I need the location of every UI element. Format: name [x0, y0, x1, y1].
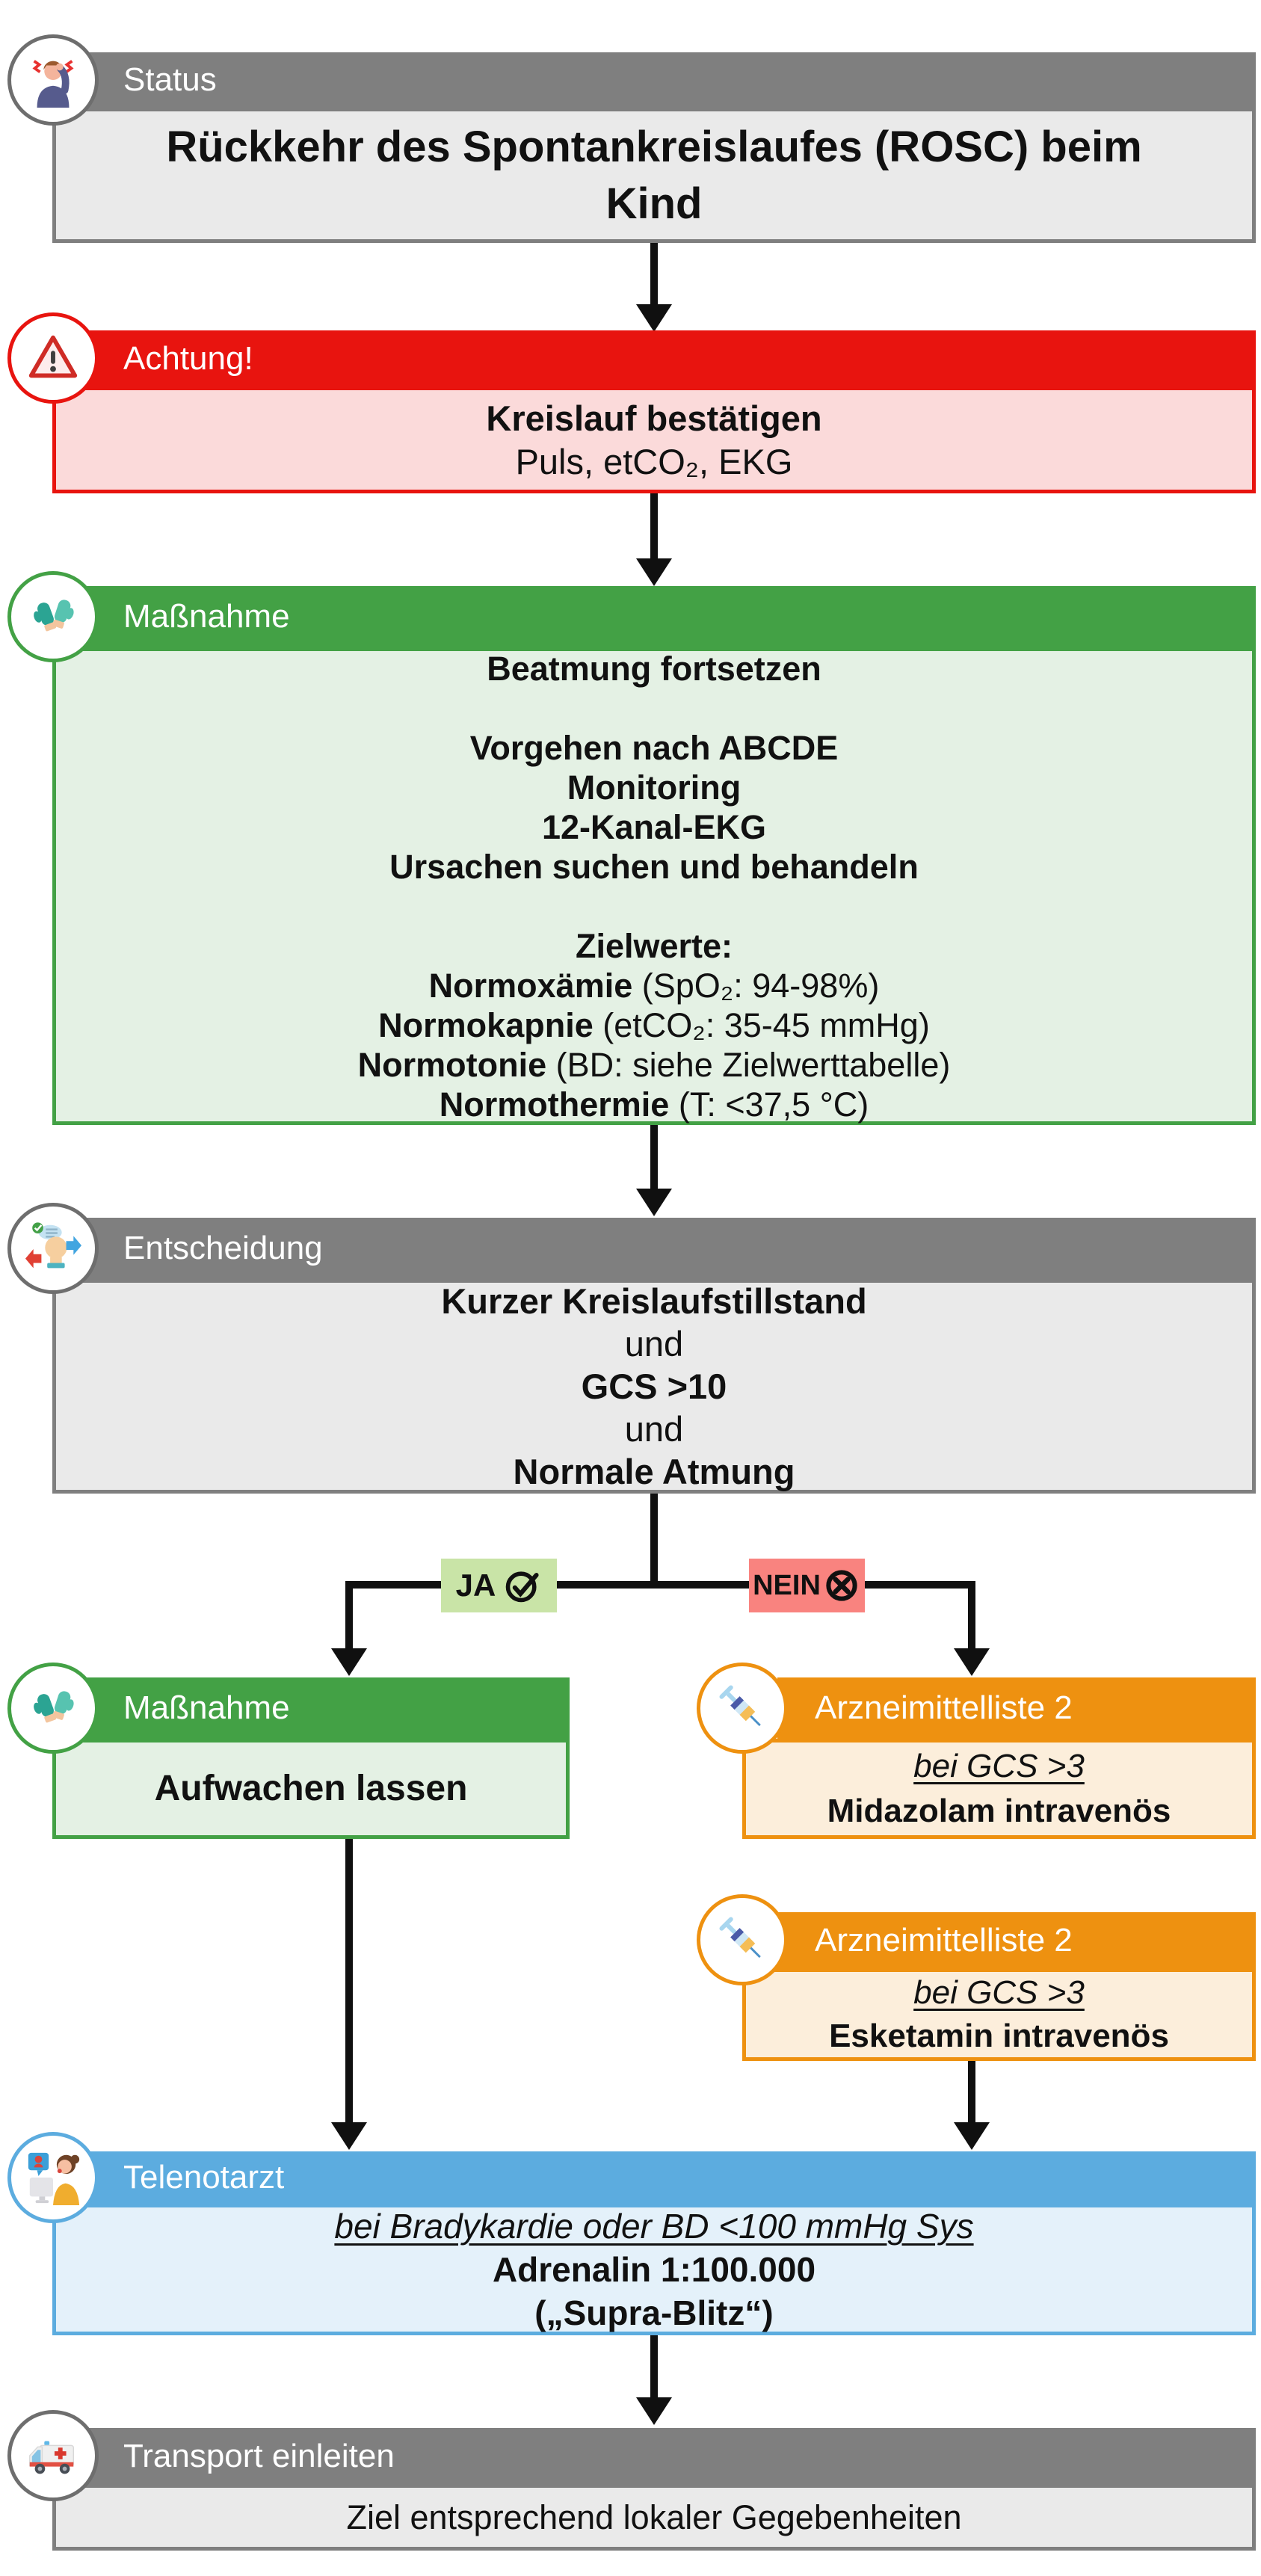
- massnahme2-header: Maßnahme: [86, 1677, 570, 1739]
- warning-triangle-icon: [7, 312, 99, 404]
- ja-label-text: JA: [455, 1568, 496, 1603]
- syringe-icon: [697, 1663, 788, 1754]
- transport-header-label: Transport einleiten: [123, 2437, 395, 2474]
- massnahme2-content: Aufwachen lassen: [52, 1739, 570, 1839]
- gloves-icon: [7, 571, 99, 662]
- telenotarzt-header: Telenotarzt: [86, 2151, 1256, 2204]
- x-circle-icon: [826, 1570, 857, 1601]
- entscheidung-header: Entscheidung: [86, 1218, 1256, 1279]
- status-text: Rückkehr des Spontankreislaufes (ROSC) b…: [166, 122, 1142, 228]
- ambulance-icon: [7, 2410, 99, 2501]
- nein-label-text: NEIN: [753, 1569, 821, 1601]
- transport-header: Transport einleiten: [86, 2428, 1256, 2484]
- arznei1-header: Arzneimittelliste 2: [777, 1677, 1256, 1739]
- decision-head-icon: [7, 1203, 99, 1294]
- arznei2-header-label: Arzneimittelliste 2: [815, 1921, 1073, 1959]
- arznei1-header-label: Arzneimittelliste 2: [815, 1689, 1073, 1726]
- achtung-header: Achtung!: [86, 330, 1256, 386]
- massnahme-header: Maßnahme: [86, 586, 1256, 647]
- entscheidung-header-label: Entscheidung: [123, 1230, 323, 1266]
- status-header: Status: [86, 52, 1256, 108]
- nein-branch-label: NEIN: [749, 1559, 865, 1612]
- massnahme-header-label: Maßnahme: [123, 598, 290, 635]
- telenotarzt-header-label: Telenotarzt: [123, 2159, 285, 2196]
- transport-text: Ziel entsprechend lokaler Gegebenheiten: [346, 2498, 962, 2536]
- massnahme2-text: Aufwachen lassen: [154, 1769, 468, 1808]
- massnahme2-header-label: Maßnahme: [123, 1689, 290, 1726]
- telemedicine-icon: [7, 2132, 99, 2223]
- gloves-icon: [7, 1663, 99, 1754]
- syringe-icon: [697, 1894, 788, 1985]
- arznei2-header: Arzneimittelliste 2: [777, 1912, 1256, 1968]
- status-content: Rückkehr des Spontankreislaufes (ROSC) b…: [52, 108, 1256, 243]
- status-header-label: Status: [123, 61, 217, 98]
- achtung-header-label: Achtung!: [123, 339, 253, 377]
- transport-content: Ziel entsprechend lokaler Gegebenheiten: [52, 2484, 1256, 2551]
- check-circle-icon: [506, 1571, 539, 1603]
- ja-branch-label: JA: [441, 1559, 557, 1612]
- headache-person-icon: [7, 34, 99, 126]
